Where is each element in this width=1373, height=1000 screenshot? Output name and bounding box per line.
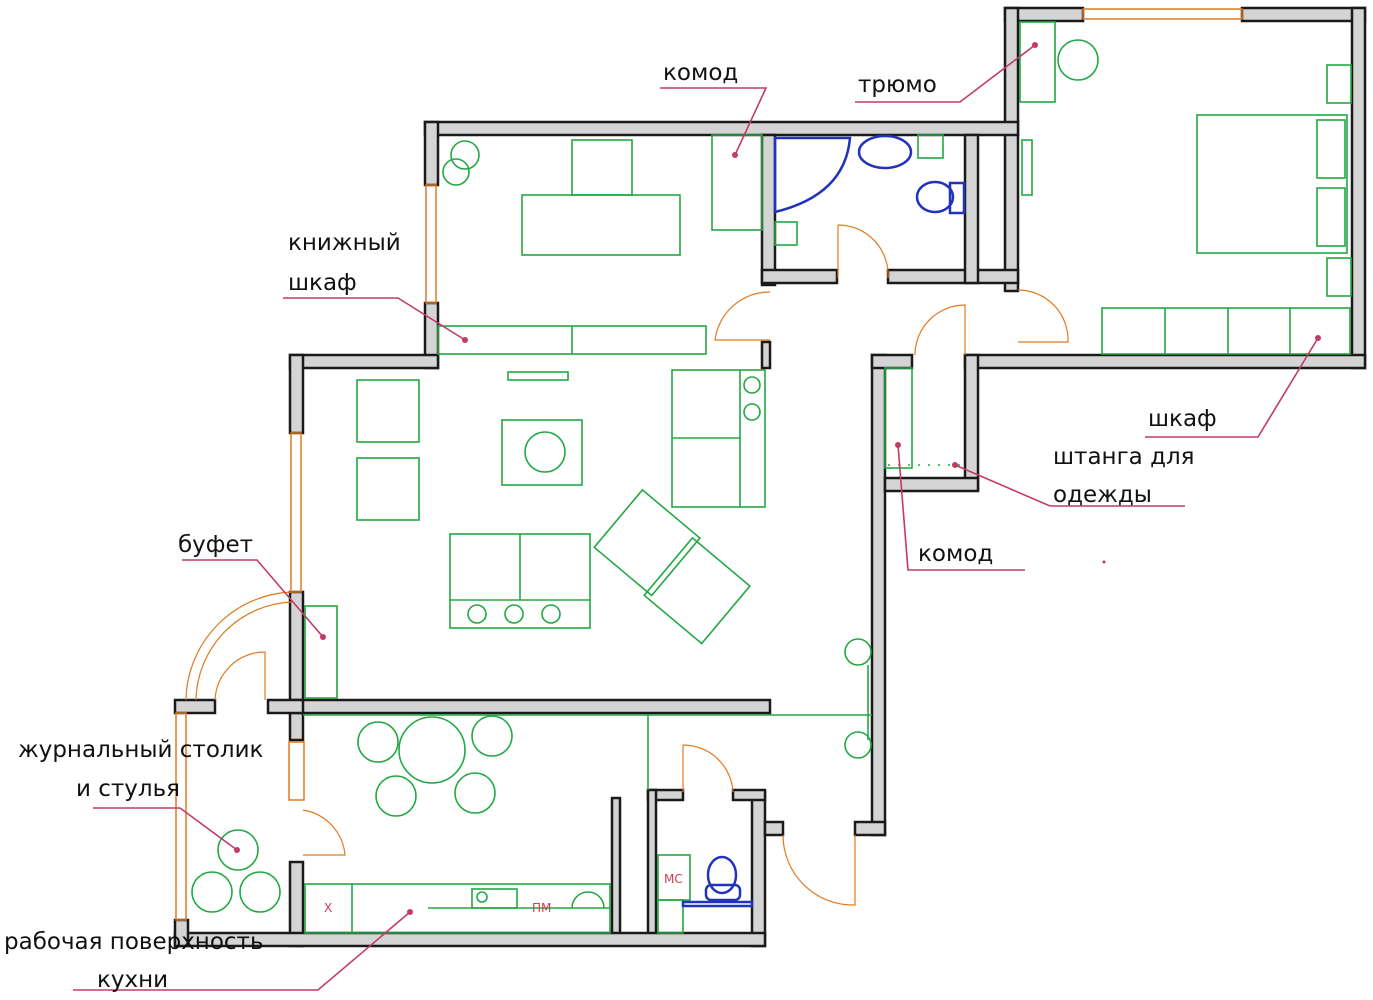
labels: комод трюмо книжный шкаф шкаф штанга для… [4,60,1217,993]
windows-doors [175,8,1243,921]
label-counter-2: кухни [97,967,168,993]
mc-mark: МС [664,872,683,886]
label-komod-hall: комод [918,541,993,567]
label-rod-2: одежды [1053,482,1152,508]
pm-mark: ПМ [532,901,551,915]
label-table-1: журнальный столик [18,737,264,763]
label-trumo: трюмо [858,72,937,98]
walls [173,6,1367,948]
label-wardrobe: шкаф [1148,406,1217,432]
furniture: МС ПМ Х [191,21,1352,934]
label-table-2: и стулья [76,776,180,802]
label-counter-1: рабочая поверхность [4,929,264,955]
leader-lines [73,42,1321,991]
label-rod-1: штанга для [1053,444,1195,470]
label-bookcase-1: книжный [288,230,401,256]
x-mark: Х [324,901,332,915]
label-bookcase-2: шкаф [288,270,357,296]
label-bufet: буфет [178,532,253,558]
label-komod-top: комод [663,60,738,86]
